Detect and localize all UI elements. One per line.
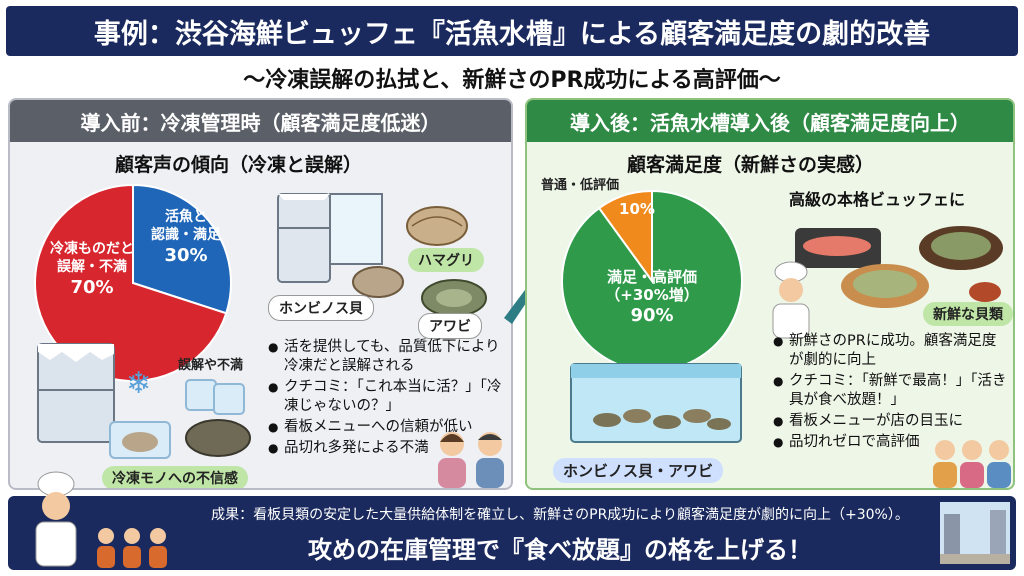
chef-icon: [772, 261, 810, 339]
buffet-dishes-illustration: [795, 226, 1003, 308]
worried-customers-icon: [438, 432, 504, 488]
pie-label-line: （+30%増）: [605, 286, 699, 304]
after-pie-label-normal: 普通・低評価: [541, 178, 620, 193]
pie-label-line: 誤解・不満: [57, 259, 127, 275]
after-bullet-list: 新鮮さのPRに成功。顧客満足度が劇的に向上 クチコミ：「新鮮で最高！」「活き具が…: [773, 332, 1009, 454]
staff-group-icon: [97, 528, 167, 568]
snowflake-icon: ❄: [126, 366, 152, 401]
list-item: 品切れゼロで高評価: [773, 433, 1009, 452]
ice-cube-icon: [185, 379, 245, 415]
fridge-illustration: [277, 193, 383, 283]
pie-value-label: 30%: [164, 245, 208, 266]
pie-label-line: 冷凍ものだと: [50, 241, 134, 257]
page-subtitle: 〜冷凍誤解の払拭と、新鮮さのPR成功による高評価〜: [243, 68, 781, 93]
page-title: 事例：渋谷海鮮ビュッフェ『活魚水槽』による顧客満足度の劇的改善: [6, 6, 1018, 56]
list-item: クチコミ：「これ本当に活？」「冷凍じゃないの？」: [268, 378, 508, 416]
chef-icon: [35, 471, 77, 567]
awabi-tag: アワビ: [418, 313, 482, 339]
gokai-label: 誤解や不満: [178, 358, 244, 373]
list-item: クチコミ：「新鮮で最高！」「活き具が食べ放題！」: [773, 372, 1009, 410]
tank-tag: ホンビノス貝・アワビ: [553, 458, 724, 483]
after-pie-chart: [561, 189, 743, 372]
pie-value-label: 90%: [630, 305, 674, 326]
footer-result-text: 成果：看板貝類の安定した大量供給体制を確立し、新鮮さのPR成功により顧客満足度が…: [211, 507, 909, 523]
before-pie-label-live: 活魚と 認識・満足 30%: [146, 208, 226, 265]
street-scene-icon: [940, 502, 1010, 564]
list-item: 看板メニューへの信頼が低い: [268, 418, 508, 437]
pie-label-line: 活魚と: [165, 209, 207, 225]
hamaguri-tag: ハマグリ: [408, 248, 484, 272]
frozen-shells-icon: [109, 419, 251, 459]
fresh-shellfish-tag: 新鮮な貝類: [923, 302, 1013, 326]
list-item: 看板メニューが店の目玉に: [773, 412, 1009, 431]
happy-customers-icon: [933, 440, 1011, 488]
after-panel-heading: 導入後：活魚水槽導入後（顧客満足度向上）: [527, 100, 1013, 142]
pie-label-line: 満足・高評価: [606, 268, 697, 286]
before-panel-heading: 導入前：冷凍管理時（顧客満足度低迷）: [10, 100, 511, 142]
after-pie-label-high: 満足・高評価 （+30%増） 90%: [587, 268, 717, 325]
pie-label-line: 認識・満足: [151, 227, 221, 243]
after-pie-value-low: 10%: [619, 200, 655, 218]
list-item: 活を提供しても、品質低下により冷凍だと誤解される: [268, 338, 508, 376]
footer-slogan: 攻めの在庫管理で『食べ放題』の格を上げる！: [308, 536, 812, 564]
pie-slice: [132, 183, 232, 315]
pie-value-label: 70%: [70, 277, 114, 298]
buffet-caption: 高級の本格ビュッフェに: [789, 190, 966, 209]
freezer-illustration: [37, 343, 115, 443]
after-chart-title: 顧客満足度（新鮮さの実感）: [627, 154, 875, 176]
distrust-tag: 冷凍モノへの不信感: [102, 466, 248, 488]
footer-banner: [8, 496, 1016, 570]
before-chart-title: 顧客声の傾向（冷凍と誤解）: [115, 154, 363, 176]
fish-tank-illustration: [570, 363, 742, 443]
before-pie-chart: [34, 183, 232, 382]
before-pie-label-frozen: 冷凍ものだと 誤解・不満 70%: [46, 240, 138, 297]
honbinosu-tag: ホンビノス貝: [268, 295, 374, 321]
after-panel: 導入後：活魚水槽導入後（顧客満足度向上） 顧客満足度（新鮮さの実感） 普通・低評…: [525, 98, 1015, 490]
list-item: 新鮮さのPRに成功。顧客満足度が劇的に向上: [773, 332, 1009, 370]
before-panel: 導入前：冷凍管理時（顧客満足度低迷） 顧客声の傾向（冷凍と誤解） 冷凍ものだと …: [8, 98, 513, 490]
list-item: 品切れ多発による不満: [268, 439, 508, 458]
hamaguri-icon: [406, 206, 468, 246]
pie-slice: [34, 183, 228, 382]
honbinosu-icon: [352, 266, 404, 298]
before-bullet-list: 活を提供しても、品質低下により冷凍だと誤解される クチコミ：「これ本当に活？」「…: [268, 338, 508, 460]
